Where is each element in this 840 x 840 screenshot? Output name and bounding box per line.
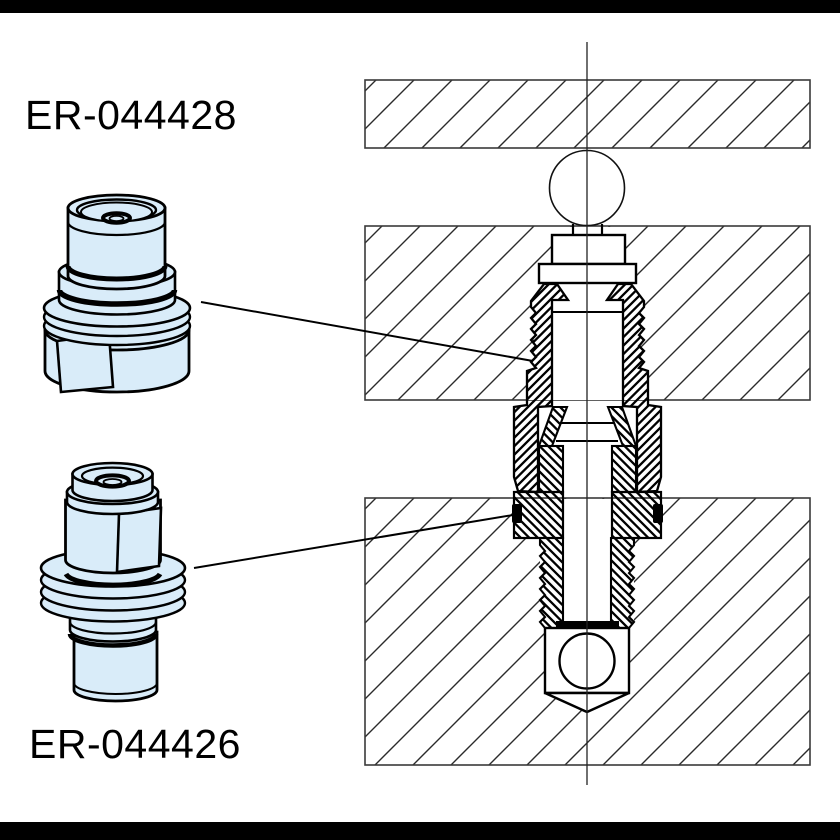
flange-right bbox=[610, 490, 663, 540]
leader-upper bbox=[200, 301, 534, 362]
o-ring-right bbox=[653, 504, 663, 523]
stem-block-small bbox=[550, 233, 627, 266]
part-illustration-er-044426 bbox=[39, 461, 187, 703]
thread-wall-left bbox=[538, 536, 565, 630]
section-upper-part bbox=[512, 233, 663, 494]
bottom-black-bar bbox=[0, 822, 840, 840]
section-lower-part bbox=[512, 405, 663, 714]
drive-notch bbox=[115, 506, 163, 574]
top-black-bar bbox=[0, 0, 840, 13]
leader-lower bbox=[193, 513, 520, 569]
leader-lines bbox=[193, 301, 534, 569]
flange-left bbox=[512, 490, 565, 540]
upper-part-material-left bbox=[512, 282, 571, 494]
part-number-upper: ER-044428 bbox=[25, 92, 237, 138]
part-illustration-er-044428 bbox=[42, 193, 192, 394]
part-number-lower: ER-044426 bbox=[29, 721, 241, 767]
upper-part-material-right bbox=[604, 282, 663, 494]
shoulder-right bbox=[610, 444, 638, 494]
shoulder-left bbox=[537, 444, 565, 494]
thread-wall-right bbox=[609, 536, 636, 630]
